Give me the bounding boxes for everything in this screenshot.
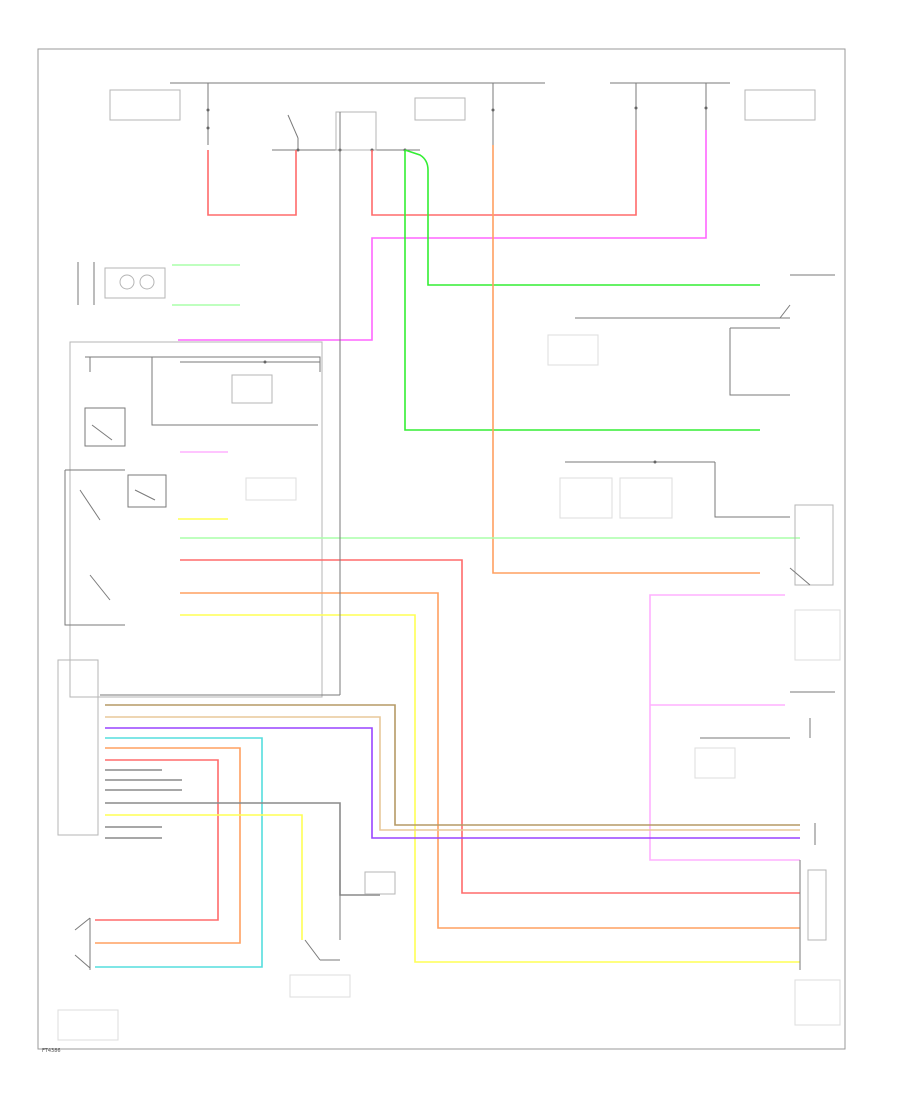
ignition-switch (272, 111, 420, 152)
fuse-block-right (610, 82, 816, 130)
wire-red-2 (95, 759, 219, 921)
mode-door-switch (64, 407, 167, 626)
wire-red-top (207, 150, 297, 216)
heater-control-box (69, 341, 323, 698)
wire-yellow-2 (105, 814, 303, 940)
wire-cyan-1 (95, 737, 263, 968)
wire-orange-run (180, 592, 800, 929)
temp-sensor-bottom (304, 870, 396, 961)
wire-red-run (180, 559, 800, 894)
wire-yellow-run (180, 614, 800, 963)
wire-green-lower (404, 150, 760, 431)
wire-red-bus (371, 130, 637, 216)
wire-gray-1 (105, 802, 380, 896)
wire-green-main (404, 149, 760, 286)
wire-orange-2 (95, 747, 241, 944)
diagram-frame (37, 48, 846, 1050)
wire-brown-1 (105, 704, 800, 826)
blower-resistor (180, 360, 320, 404)
fuse-block-left (109, 82, 225, 145)
connector-pins (100, 112, 341, 696)
wire-orange-main (492, 145, 760, 574)
pressure-sensor-bottom (74, 917, 91, 970)
connector-group-left (77, 262, 166, 305)
wire-pink-right (649, 594, 800, 861)
control-unit-box (57, 659, 99, 836)
label-blocks (57, 334, 841, 1041)
fuse-block-center (215, 82, 545, 145)
blower-motor-right (799, 823, 827, 970)
wire-tan-1 (105, 716, 800, 831)
wire-pink-top (178, 130, 707, 341)
blower-switch-right (565, 274, 835, 739)
wire-purple-1 (105, 727, 800, 839)
footer-code: FT4386 (42, 1048, 61, 1054)
